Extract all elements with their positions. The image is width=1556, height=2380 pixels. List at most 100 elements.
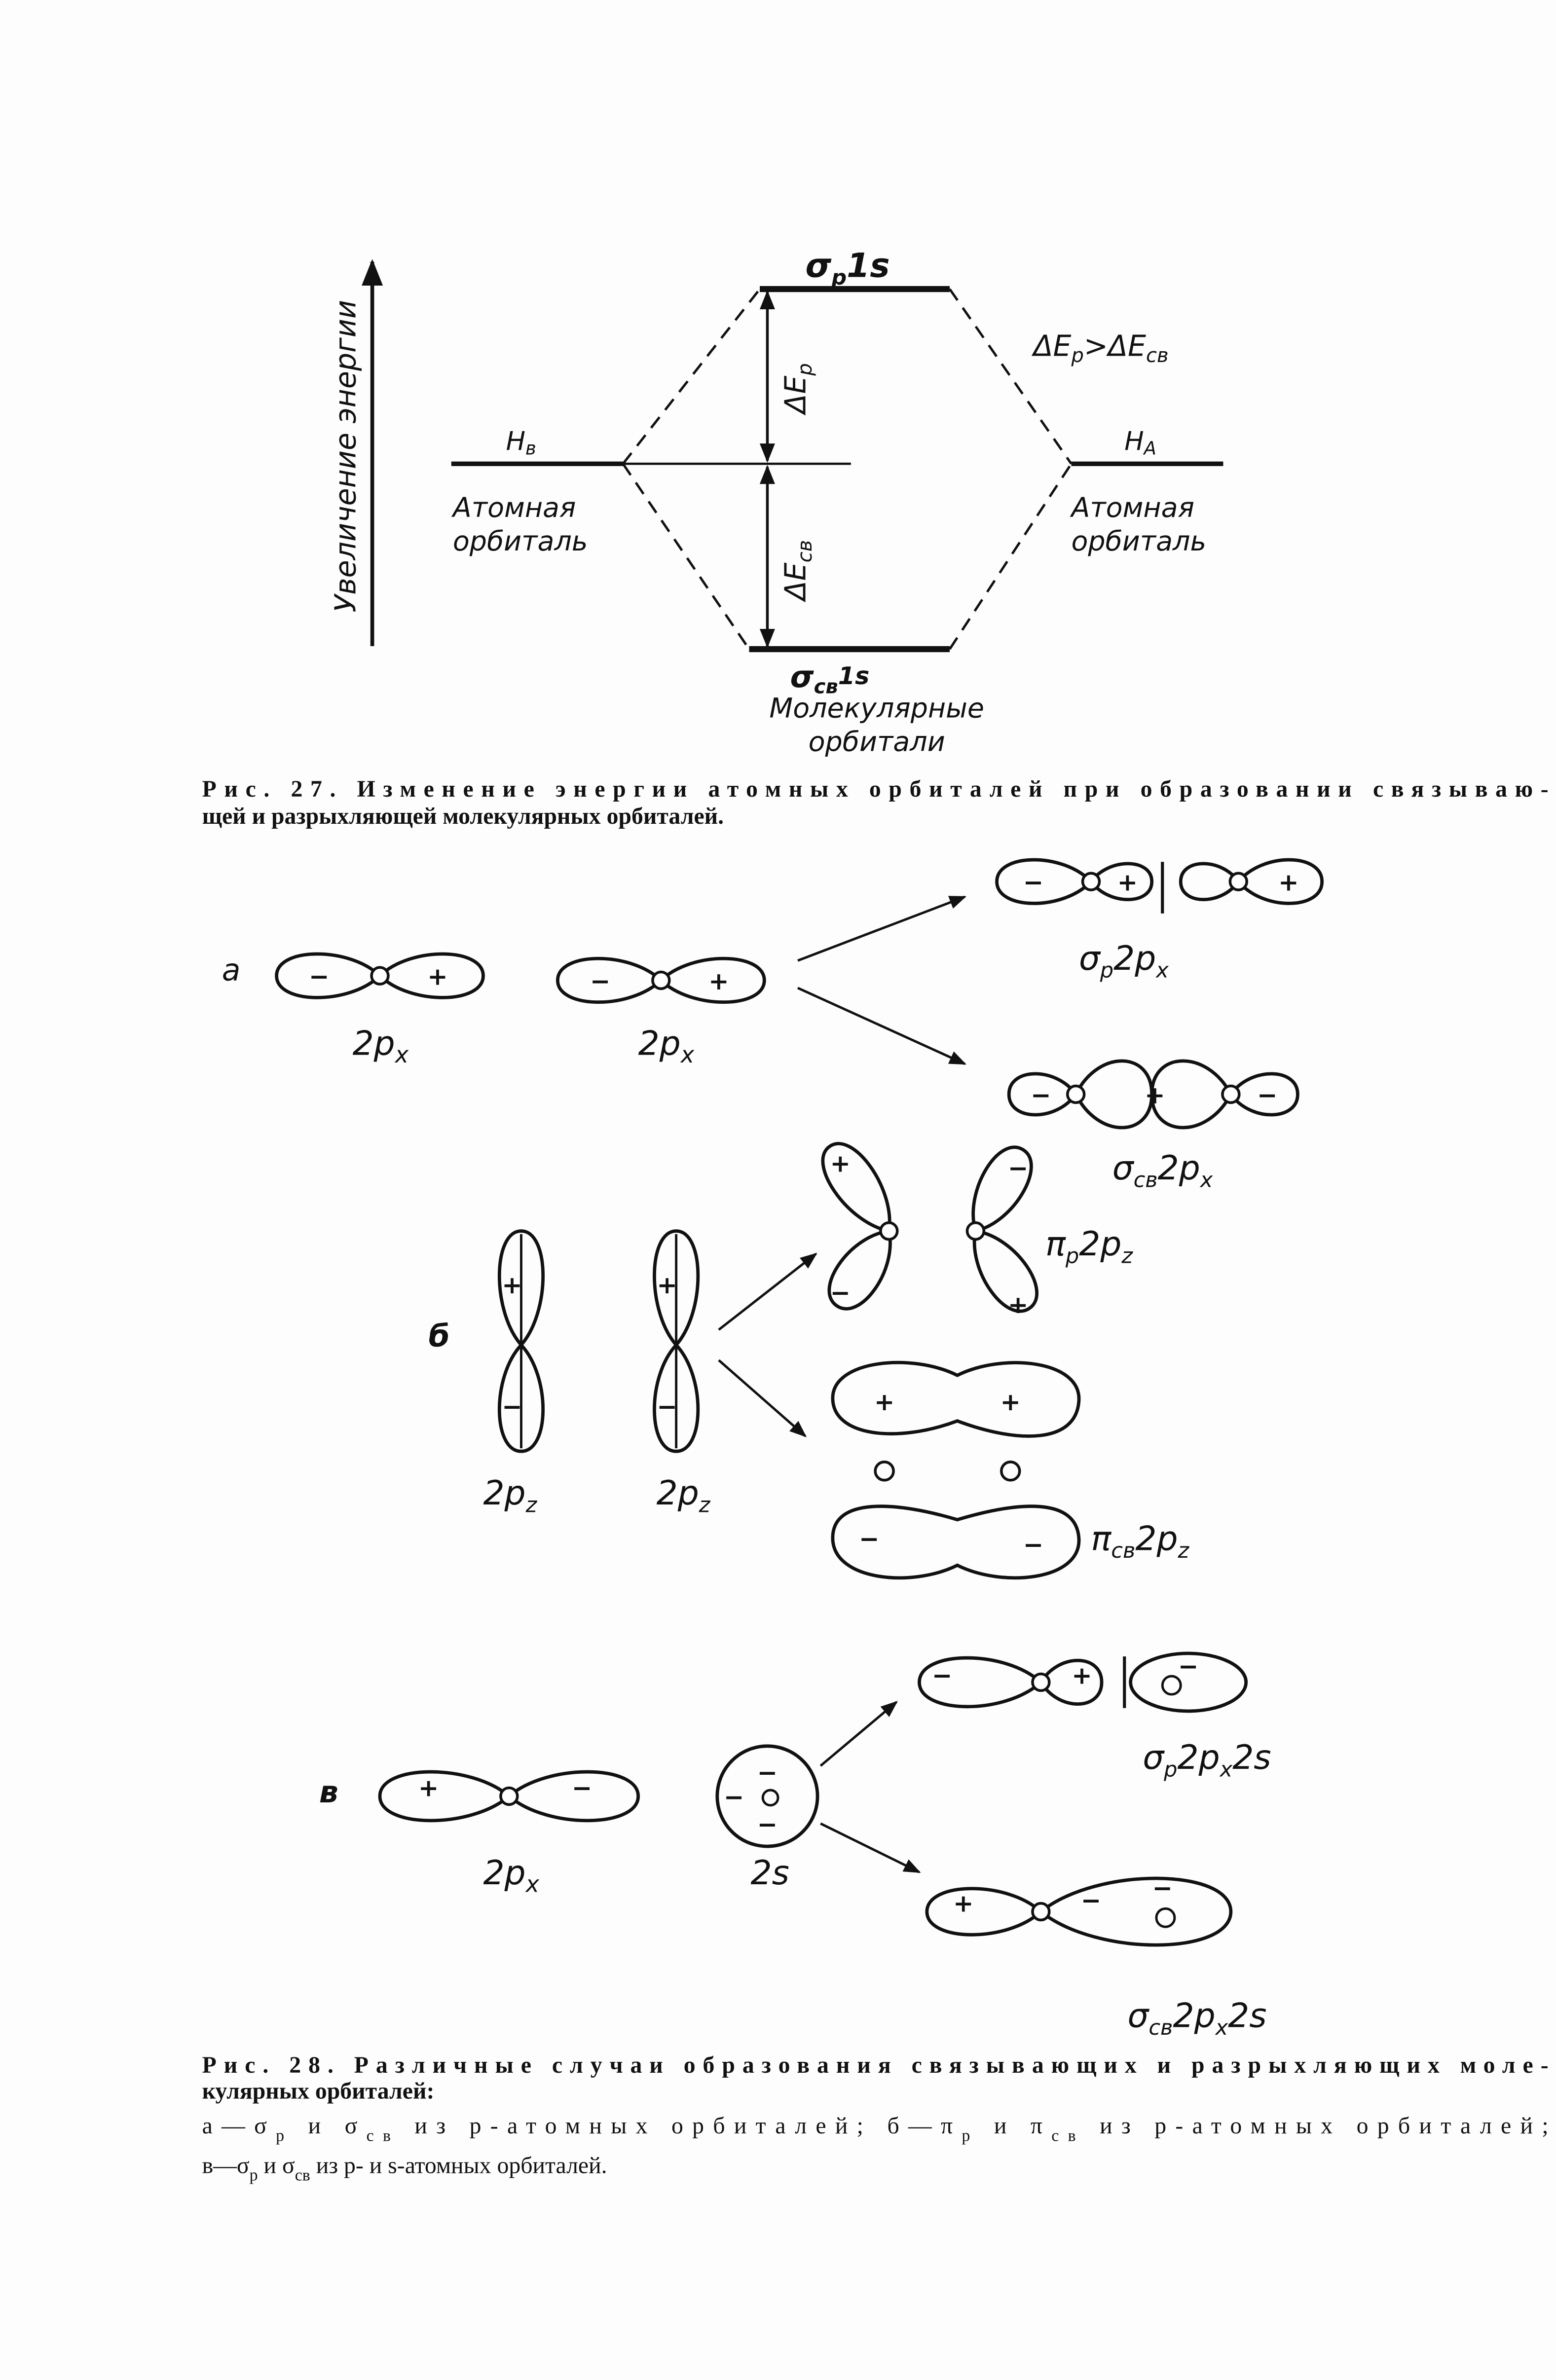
orbital-lobe — [378, 1770, 512, 1823]
energy-axis-label: Увеличение энергии — [329, 300, 363, 612]
plus-sign: + — [830, 1149, 851, 1178]
nodal-point — [1031, 1672, 1051, 1692]
plus-sign: + — [1000, 1388, 1021, 1416]
orbital-lobe — [658, 956, 766, 1004]
orbital-lobe — [653, 1342, 700, 1453]
bonding-label: σсв1s — [790, 659, 870, 698]
right-atom-label: HA — [1124, 427, 1156, 459]
orbital-lobe — [1236, 858, 1324, 905]
nodal-point — [1031, 1902, 1051, 1922]
nucleus — [1161, 1675, 1182, 1696]
orbital-lobe — [653, 1229, 700, 1348]
orbital-lobe — [497, 1342, 545, 1453]
minus-sign: − — [1081, 1886, 1101, 1914]
nodal-point — [370, 966, 390, 986]
arrow — [819, 1701, 898, 1767]
minus-sign: − — [859, 1524, 879, 1553]
figure-27-caption-line-2: щей и разрыхляющей молекулярных орбитале… — [202, 803, 724, 829]
orbital-lobe — [1179, 862, 1241, 902]
energy-relation-label: ΔEр>ΔEсв — [1031, 330, 1168, 367]
minus-sign: − — [1023, 1531, 1043, 1559]
minus-sign: − — [757, 1810, 778, 1838]
orbital-2px-label: 2px — [353, 1024, 409, 1067]
case-b-label: б — [429, 1318, 450, 1354]
orbital-lobe — [995, 858, 1094, 905]
orbital-lobe — [497, 1229, 545, 1348]
plus-sign: + — [1278, 868, 1298, 897]
orbital-lobe — [1074, 1059, 1154, 1130]
plus-sign: + — [502, 1271, 522, 1299]
figure-27: Увеличение энергии σр1s Hв Атомная орбит… — [202, 246, 1549, 829]
arrow — [718, 1252, 817, 1331]
plus-sign: + — [657, 1271, 677, 1299]
nodal-point — [965, 1221, 986, 1241]
orbital-lobe — [275, 952, 382, 999]
delta-esv-label: ΔEсв — [778, 540, 816, 603]
minus-sign: − — [502, 1392, 522, 1421]
minus-sign: − — [724, 1783, 744, 1811]
minus-sign: − — [572, 1773, 592, 1802]
orbital-2px-label: 2px — [483, 1853, 539, 1897]
case-v-label: в — [319, 1774, 338, 1810]
pi-bonding-upper-lobe — [831, 1360, 1081, 1438]
orbital-lobe — [918, 1656, 1043, 1709]
plus-sign: + — [418, 1773, 439, 1802]
plus-sign: + — [1008, 1290, 1028, 1319]
sigma-sv-2px-label: σсв2px — [1112, 1148, 1213, 1192]
nodal-point — [651, 970, 671, 990]
arrow — [718, 1359, 807, 1437]
sigma-p-2px-label: σр2px — [1079, 939, 1169, 983]
pi-sv-2pz-label: πсв2pz — [1091, 1519, 1189, 1563]
orbital-lobe — [1089, 862, 1154, 902]
figure-28-caption-line-4: в—σр и σсв из р- и s-атомных орбиталей. — [202, 2152, 607, 2184]
right-atomic-orbital-label-1: Атомная — [1070, 492, 1194, 524]
left-atomic-orbital-label-2: орбиталь — [453, 526, 588, 557]
s-orbital-ellipse — [1129, 1651, 1248, 1713]
pi-p-2pz-label: πр2pz — [1045, 1224, 1133, 1268]
minus-sign: − — [1031, 1081, 1051, 1109]
nodal-point — [1066, 1084, 1086, 1104]
right-atomic-orbital-label-2: орбиталь — [1071, 526, 1206, 557]
minus-sign: − — [309, 962, 329, 991]
figure-27-caption-line-1: Рис. 27. Изменение энергии атомных орбит… — [202, 776, 1549, 802]
orbital-lobe — [925, 1887, 1043, 1937]
orbital-lobe — [1038, 1876, 1233, 1947]
nodal-point — [879, 1221, 899, 1241]
plus-sign: + — [427, 962, 447, 991]
molecular-orbitals-label-2: орбитали — [809, 726, 945, 758]
molecular-orbitals-label-1: Молекулярные — [769, 693, 984, 725]
figure-28: а б в 2px 2px σр2px σсв2px 2pz 2pz πр2pz… — [222, 858, 1324, 2040]
nucleus — [1000, 1461, 1021, 1482]
plus-sign: + — [1117, 868, 1138, 897]
arrow — [797, 987, 966, 1065]
minus-sign: − — [590, 967, 610, 995]
minus-sign: − — [1257, 1081, 1277, 1109]
arrow — [820, 1822, 921, 1873]
minus-sign: − — [932, 1661, 952, 1690]
sigma-p-2px2s-label: σр2px2s — [1143, 1738, 1271, 1782]
orbital-2px-label: 2px — [638, 1024, 695, 1067]
orbital-2s-label: 2s — [751, 1853, 789, 1892]
minus-sign: − — [1152, 1874, 1173, 1903]
plus-sign: + — [708, 967, 729, 995]
nucleus — [1155, 1907, 1176, 1928]
orbital-lobe — [1228, 1072, 1299, 1117]
left-atom-label: Hв — [506, 427, 536, 459]
arrow — [797, 895, 967, 962]
nodal-point — [1228, 872, 1248, 891]
orbital-lobe — [827, 1229, 892, 1311]
orbital-lobe — [506, 1770, 640, 1823]
nodal-point — [499, 1786, 519, 1806]
minus-sign: − — [757, 1758, 778, 1787]
orbital-lobe — [1007, 1072, 1078, 1117]
pi-bonding-lower-lobe — [831, 1504, 1081, 1580]
nucleus — [761, 1789, 779, 1807]
orbital-lobe — [1038, 1659, 1104, 1706]
nodal-point — [1081, 872, 1101, 891]
minus-sign: − — [830, 1278, 851, 1307]
left-atomic-orbital-label-1: Атомная — [451, 492, 576, 524]
minus-sign: − — [1023, 868, 1043, 897]
minus-sign: − — [657, 1392, 677, 1421]
